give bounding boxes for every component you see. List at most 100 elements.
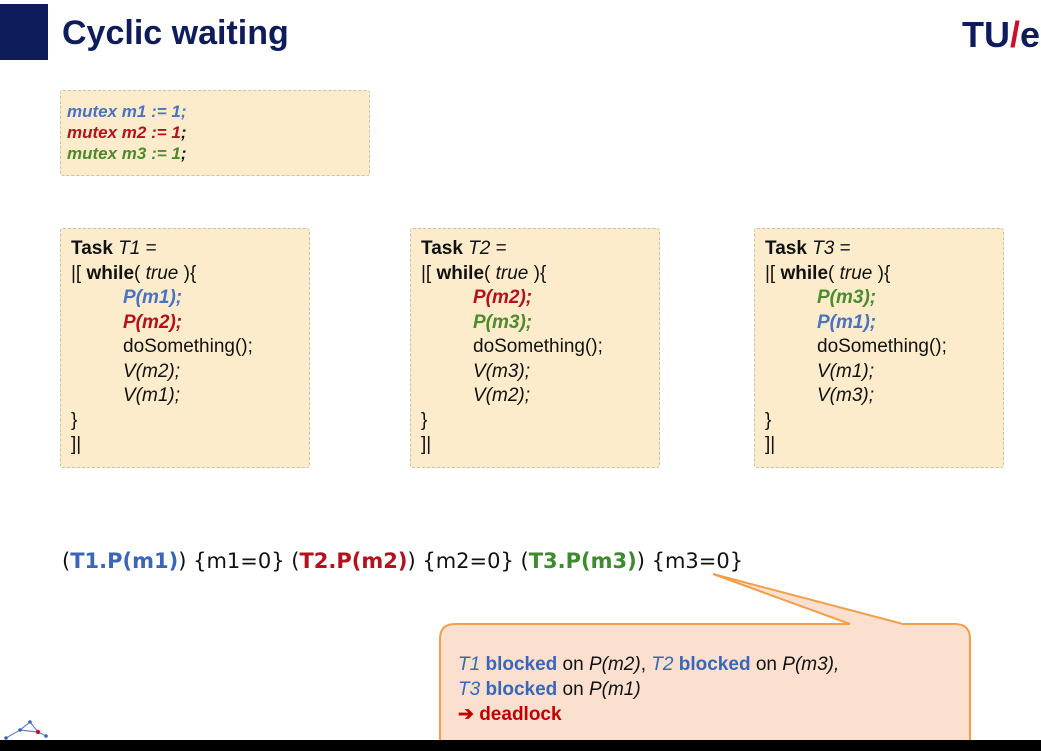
paren-close: ){ [872,262,891,284]
while-line: |[ while( true ){ [765,262,1003,287]
p-second: P(m1); [817,311,877,333]
callout-t2: T2 [651,654,674,675]
task-eq: = [140,238,157,259]
paren-close: ){ [528,262,547,284]
mutex-declarations-note: mutex m1 := 1; mutex m2 := 1; mutex m3 :… [60,90,370,176]
task-header: Task T1 = [71,237,309,262]
task-eq: = [490,238,507,259]
v-first: V(m3); [473,360,530,382]
decl-m3: mutex m3 := 1; [67,143,369,164]
paren-open: ( [484,262,496,284]
while-line: |[ while( true ){ [71,262,309,287]
task-keyword: Task [421,238,463,259]
trace-paren: ) [407,549,423,573]
task-t2-note: Task T2 = |[ while( true ){ P(m2); P(m3)… [410,228,660,468]
task-name: T3 [812,238,835,259]
while-keyword: while [780,262,829,284]
paren-open: ( [134,262,146,284]
decl-m3-text: mutex m3 := 1 [67,144,181,163]
trace-paren: ) [636,549,652,573]
callout-line-1: T1 blocked on P(m2), T2 blocked on P(m3)… [458,652,839,677]
v-second: V(m3); [817,385,874,406]
close-brace: } [765,409,772,431]
close-block: ]| [71,434,82,455]
decl-m2-semicolon: ; [180,123,187,142]
trace-step-t2: T2.P(m2) [299,549,408,573]
decl-m3-semicolon: ; [180,144,187,163]
task-header: Task T2 = [421,237,659,262]
v-first: V(m2); [123,360,180,382]
tue-logo: TU/e [962,14,1040,56]
decl-m2: mutex m2 := 1; [67,122,369,143]
callout-pm2: P(m2) [588,654,641,675]
while-line: |[ while( true ){ [421,262,659,287]
task-name: T2 [468,238,491,259]
callout-on: on [750,654,783,675]
while-keyword: while [86,262,135,284]
task-keyword: Task [765,238,807,259]
body-call: doSomething(); [473,336,603,357]
trace-step-t3: T3.P(m3) [528,549,637,573]
task-keyword: Task [71,238,113,259]
callout-line-3: ➔ deadlock [458,702,839,727]
callout-line-2: T3 blocked on P(m1) [458,677,839,702]
trace-paren: ( [62,549,71,573]
v-second: V(m2); [473,385,530,406]
slide-title: Cyclic waiting [62,14,289,52]
block-open: |[ [765,262,781,284]
logo-slash: / [1010,14,1021,55]
trace-paren: ( [291,549,300,573]
trace-paren: ) [178,549,194,573]
trace-step-t1: T1.P(m1) [70,549,179,573]
v-first: V(m1); [817,360,874,382]
callout-blocked: blocked [678,654,751,675]
while-keyword: while [436,262,485,284]
body-call: doSomething(); [123,336,253,357]
task-header: Task T3 = [765,237,1003,262]
task-t1-note: Task T1 = |[ while( true ){ P(m1); P(m2)… [60,228,310,468]
close-brace: } [71,409,78,431]
trace-state-m1: {m1=0} [193,549,292,573]
callout-on: on [557,679,589,700]
p-first: P(m3); [817,287,877,308]
decl-m2-text: mutex m2 := 1 [67,123,181,142]
p-second: P(m3); [473,311,533,333]
execution-trace: (T1.P(m1)) {m1=0} (T2.P(m2)) {m2=0} (T3.… [62,549,743,573]
callout-pm1: P(m1) [588,679,641,700]
paren-open: ( [828,262,840,284]
callout-text: T1 blocked on P(m2), T2 blocked on P(m3)… [458,652,839,727]
trace-paren: ( [520,549,529,573]
task-t3-note: Task T3 = |[ while( true ){ P(m3); P(m1)… [754,228,1004,468]
callout-blocked: blocked [485,654,558,675]
trace-state-m2: {m2=0} [422,549,521,573]
p-first: P(m1); [123,287,183,308]
callout-comma: , [640,654,652,675]
network-graph-icon [4,720,48,740]
callout-blocked: blocked [485,679,558,700]
while-condition: true [145,262,179,284]
block-open: |[ [421,262,437,284]
logo-tu: TU [962,14,1010,55]
close-brace: } [421,409,428,431]
v-second: V(m1); [123,385,180,406]
close-block: ]| [421,434,432,455]
callout-deadlock: deadlock [479,704,562,725]
p-first: P(m2); [473,287,533,308]
arrow-icon: ➔ [458,704,480,725]
p-second: P(m2); [123,311,183,333]
close-block: ]| [765,434,776,455]
decl-m1: mutex m1 := 1; [67,102,187,121]
paren-close: ){ [178,262,197,284]
block-open: |[ [71,262,87,284]
callout-pm3: P(m3), [782,654,840,675]
trace-state-m3: {m3=0} [651,549,744,573]
task-name: T1 [118,238,141,259]
callout-t1: T1 [458,654,481,675]
callout-on: on [557,654,589,675]
while-condition: true [495,262,529,284]
callout-t3: T3 [458,679,481,700]
logo-e: e [1020,14,1041,55]
title-accent-block [0,4,48,60]
task-eq: = [834,238,851,259]
while-condition: true [839,262,873,284]
